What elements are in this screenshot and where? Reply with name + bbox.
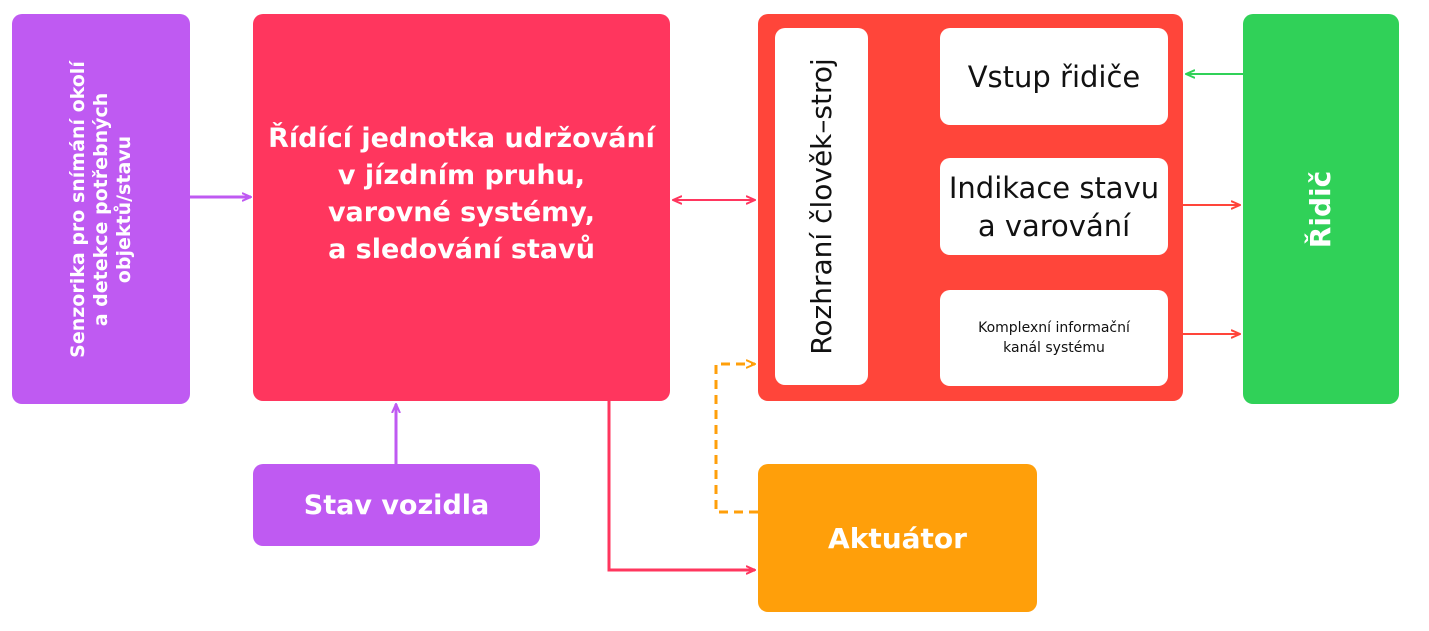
- driver-block: Řidič: [1243, 14, 1399, 404]
- arrow-control-to-actuator: [607, 401, 755, 570]
- vehicle-state-label: Stav vozidla: [303, 489, 490, 521]
- control-unit-label: Řídící jednotka udržování v jízdním pruh…: [268, 122, 655, 265]
- actuator-block: Aktuátor: [758, 464, 1037, 612]
- hmi-label-panel: Rozhraní člověk–stroj: [775, 28, 868, 385]
- info-channel-label: Komplexní informační kanál systému: [978, 320, 1130, 356]
- arrow-actuator-to-hmi: [714, 364, 758, 514]
- driver-label: Řidič: [1304, 170, 1338, 248]
- info-channel-block: Komplexní informační kanál systému: [940, 290, 1168, 386]
- actuator-label: Aktuátor: [828, 521, 967, 555]
- driver-input-block: Vstup řidiče: [940, 28, 1168, 125]
- status-indication-label: Indikace stavu a varování: [948, 170, 1160, 243]
- sensors-block: Senzorika pro snímání okolí a detekce po…: [12, 14, 190, 404]
- status-indication-block: Indikace stavu a varování: [940, 158, 1168, 255]
- driver-input-label: Vstup řidiče: [967, 59, 1141, 94]
- control-unit-block: Řídící jednotka udržování v jízdním pruh…: [253, 14, 670, 401]
- hmi-label: Rozhraní člověk–stroj: [805, 58, 838, 355]
- vehicle-state-block: Stav vozidla: [253, 464, 540, 546]
- sensors-label: Senzorika pro snímání okolí a detekce po…: [66, 60, 135, 358]
